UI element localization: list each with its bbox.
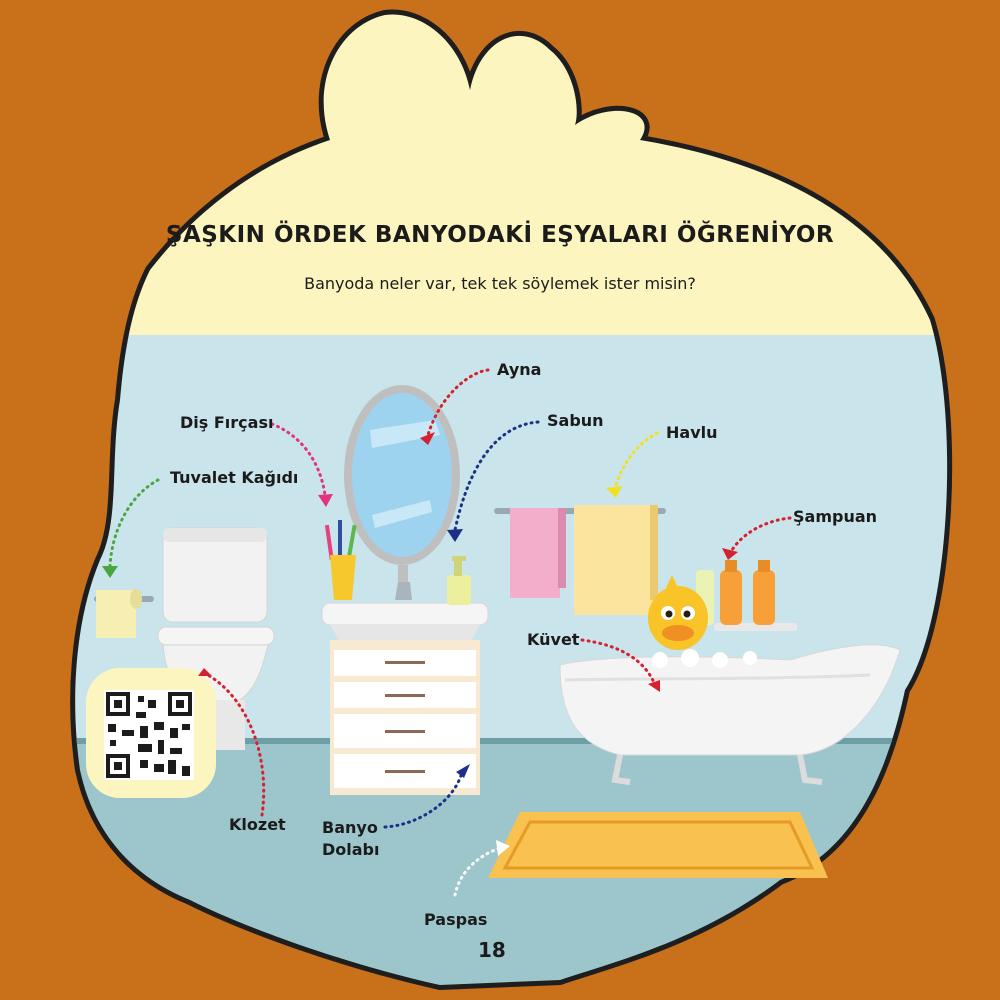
label-dis-fircasi: Diş Fırçası [180, 413, 274, 432]
label-sabun: Sabun [547, 411, 604, 430]
page-number: 18 [478, 938, 506, 962]
toothbrush-cup-icon [324, 520, 357, 600]
arrow-sampuan [730, 516, 792, 552]
page-subtitle: Banyoda neler var, tek tek söylemek iste… [304, 274, 696, 293]
label-tuvalet-kagidi: Tuvalet Kağıdı [170, 468, 299, 487]
label-ayna: Ayna [497, 360, 542, 379]
arrow-paspas [453, 846, 502, 897]
arrowheads [102, 432, 738, 856]
towel-icon [494, 505, 666, 615]
arrow-dis-fircasi [270, 422, 327, 497]
arrow-tuvalet-kagidi [108, 478, 160, 568]
cabinet-icon [321, 582, 489, 795]
label-paspas: Paspas [424, 910, 488, 929]
toilet-paper-icon [94, 589, 154, 638]
label-sampuan: Şampuan [793, 507, 878, 526]
arrow-klozet [206, 673, 266, 817]
label-kuvet: Küvet [527, 630, 580, 649]
mirror-icon [344, 385, 460, 585]
page-title: ŞAŞKIN ÖRDEK BANYODAKİ EŞYALARI ÖĞRENİYO… [165, 222, 835, 248]
label-havlu: Havlu [666, 423, 718, 442]
arrow-havlu [613, 431, 659, 490]
label-banyo-dolabi-line1: Banyo [322, 818, 378, 837]
qr-code-icon [86, 668, 216, 798]
arrow-kuvet [580, 638, 657, 687]
soap-dispenser-icon [447, 556, 471, 605]
label-klozet: Klozet [229, 815, 286, 834]
arrow-sabun [453, 420, 540, 532]
bathtub-icon [559, 644, 901, 785]
duck-icon [648, 575, 708, 650]
arrow-banyo-dolabi [383, 770, 464, 829]
label-banyo-dolabi-line2: Dolabı [322, 840, 380, 859]
arrow-ayna [426, 368, 490, 437]
bath-mat-icon [488, 812, 828, 878]
